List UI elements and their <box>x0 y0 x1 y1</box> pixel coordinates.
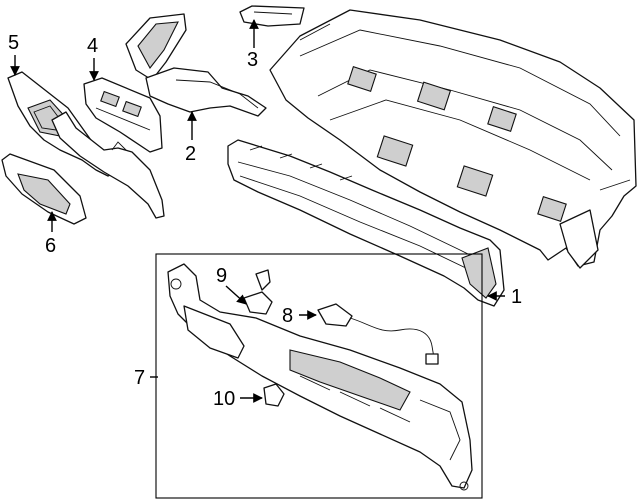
callout-9: 9 <box>216 265 227 287</box>
callout-10: 10 <box>213 388 235 410</box>
callout-3: 3 <box>247 49 258 71</box>
lower-trim-strip <box>51 111 165 219</box>
dashboard-frame <box>269 9 637 269</box>
part-9-clip <box>243 269 273 315</box>
part-10-fastener <box>263 383 285 407</box>
callout-labels: 1 2 3 4 5 6 7 8 9 10 <box>8 32 522 410</box>
callout-5: 5 <box>8 32 19 54</box>
callout-2: 2 <box>185 143 196 165</box>
part-2-duct <box>125 13 267 117</box>
callout-8: 8 <box>282 305 293 327</box>
part-4-switch-bezel <box>83 77 163 153</box>
part-6-lower-trim <box>1 153 87 225</box>
callout-4: 4 <box>87 35 98 57</box>
callout-6: 6 <box>45 235 56 257</box>
part-8-harness <box>317 303 439 365</box>
callout-1: 1 <box>511 286 522 308</box>
part-7-lower-panel <box>167 263 473 491</box>
callout-7: 7 <box>134 367 145 389</box>
leader-lines <box>10 19 505 403</box>
part-3-bracket <box>239 5 305 27</box>
part-7-group-box <box>155 253 483 499</box>
